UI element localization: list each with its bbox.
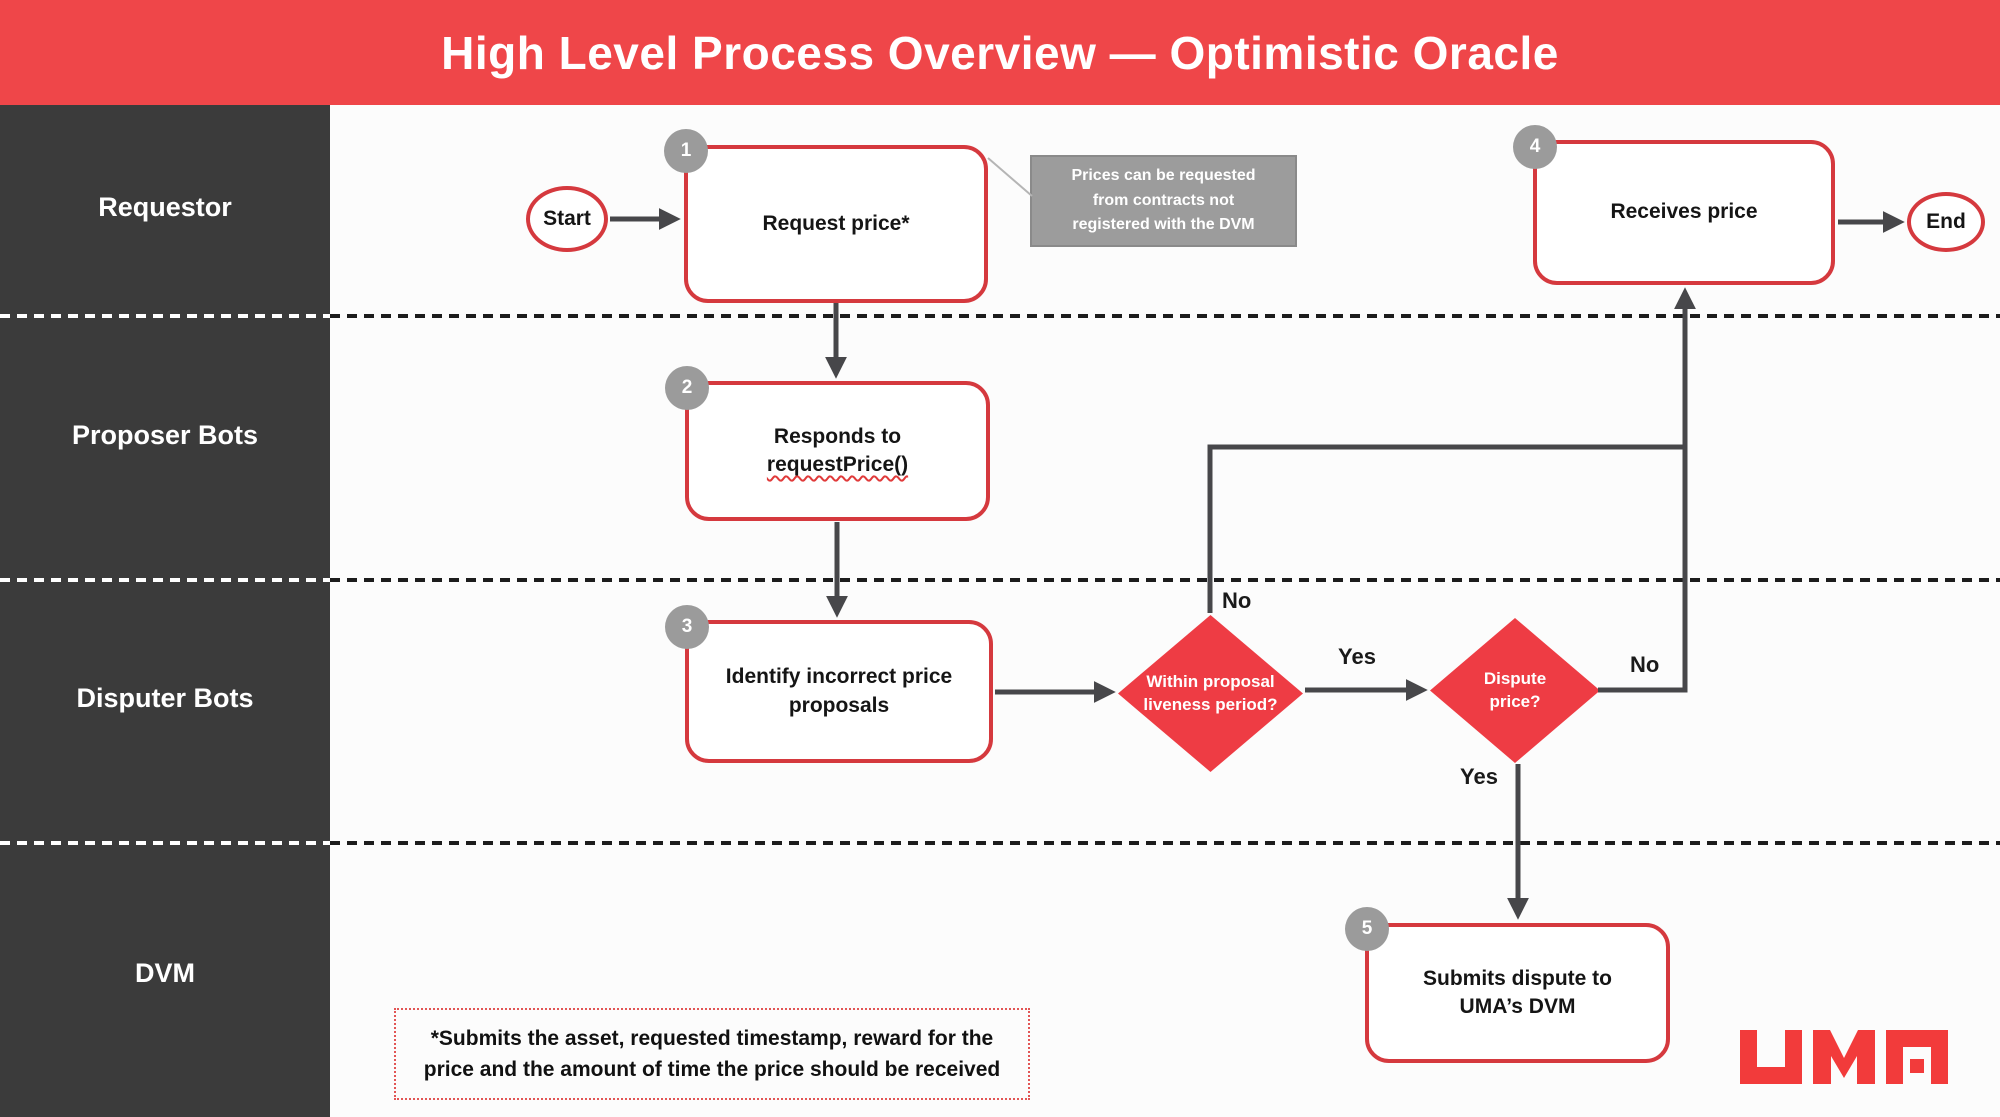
decision-dispute-price: Dispute price? — [1430, 618, 1600, 763]
decision-label: Within proposal liveness period? — [1143, 671, 1277, 715]
decision-within-liveness-period: Within proposal liveness period? — [1118, 615, 1303, 772]
header-bar: High Level Process Overview — Optimistic… — [0, 0, 2000, 105]
lane-separator — [0, 314, 330, 318]
end-node: End — [1907, 192, 1985, 252]
process-label-code: requestPrice() — [766, 453, 909, 476]
start-label: Start — [543, 207, 591, 230]
decision-line: liveness period? — [1143, 694, 1278, 714]
step-badge-5: 5 — [1345, 907, 1389, 951]
lane-label-requestor: Requestor — [98, 192, 232, 222]
callout-note: Prices can be requested from contracts n… — [1030, 155, 1297, 247]
decision-line: price? — [1489, 691, 1541, 711]
step-badge-4: 4 — [1513, 125, 1557, 169]
process-label: Submits dispute to — [1423, 966, 1612, 990]
lane-label-disputer-bots: Disputer Bots — [76, 683, 254, 713]
note-line: Prices can be requested — [1071, 166, 1256, 184]
lane-label-proposer-bots: Proposer Bots — [71, 420, 259, 450]
process-label: Request price* — [762, 211, 910, 235]
lane-separator — [330, 314, 2000, 318]
edge-label-no: No — [1630, 652, 1660, 677]
lane-separator — [0, 578, 330, 582]
step-badge-2: 2 — [665, 366, 709, 410]
lane-separator — [330, 841, 2000, 845]
process-label: Receives price — [1610, 200, 1758, 224]
footnote-line: *Submits the asset, requested timestamp,… — [430, 1026, 994, 1050]
swimlane-sidebar — [0, 105, 330, 1117]
lane-separator — [0, 841, 330, 845]
page-title: High Level Process Overview — Optimistic… — [441, 26, 1559, 79]
footnote-line: price and the amount of time the price s… — [423, 1058, 1001, 1081]
note-line: from contracts not — [1092, 191, 1235, 209]
decision-line: Within proposal — [1146, 672, 1275, 692]
edge-label-no: No — [1222, 588, 1252, 613]
lane-label-dvm: DVM — [135, 958, 195, 988]
step-badge-1: 1 — [664, 129, 708, 173]
end-label: End — [1926, 210, 1966, 233]
process-receives-price: Receives price — [1533, 140, 1835, 285]
uma-logo — [1740, 1030, 1948, 1084]
process-label: proposals — [788, 693, 890, 717]
edge-label-yes: Yes — [1338, 644, 1376, 669]
process-label: Responds to — [773, 424, 902, 448]
lane-separator — [330, 578, 2000, 582]
decision-label: Dispute price? — [1484, 668, 1546, 712]
process-request-price: Request price* — [684, 145, 988, 303]
edge-label-yes: Yes — [1460, 764, 1498, 789]
process-label: Identify incorrect price — [725, 665, 953, 689]
decision-line: Dispute — [1483, 669, 1547, 689]
process-responds-to-requestprice: Responds to requestPrice() — [685, 381, 990, 521]
note-line: registered with the DVM — [1072, 216, 1255, 234]
process-identify-incorrect-proposals: Identify incorrect price proposals — [685, 620, 993, 763]
start-node: Start — [526, 186, 608, 252]
step-badge-3: 3 — [665, 605, 709, 649]
footnote: *Submits the asset, requested timestamp,… — [394, 1008, 1030, 1100]
process-submits-dispute: Submits dispute to UMA’s DVM — [1365, 923, 1670, 1063]
process-label: UMA’s DVM — [1459, 995, 1576, 1018]
